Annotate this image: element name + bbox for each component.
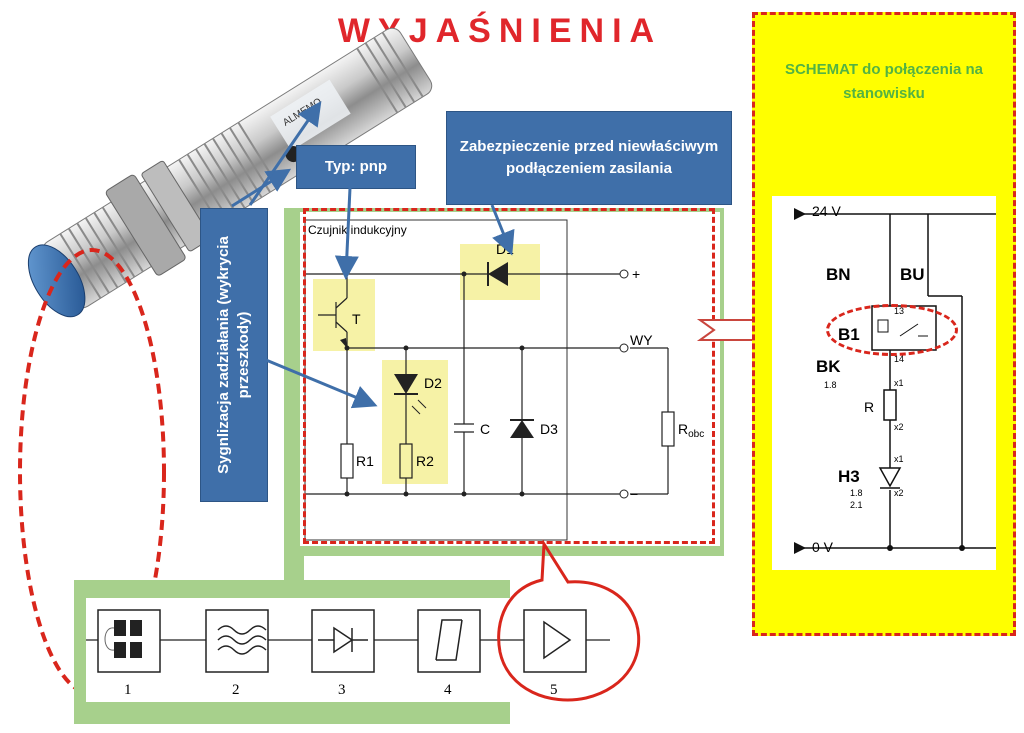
label-rload: Robc bbox=[678, 421, 704, 440]
label-d3: D3 bbox=[540, 421, 558, 437]
label-x1a: x1 bbox=[894, 378, 904, 388]
label-h3-num2: 2.1 bbox=[850, 500, 863, 510]
block-diagram-svg: 1 2 3 4 5 bbox=[86, 609, 610, 698]
label-r1: R1 bbox=[356, 453, 374, 469]
trigger-icon bbox=[435, 619, 463, 661]
waves-icon bbox=[217, 625, 267, 655]
block-label-4: 4 bbox=[444, 682, 452, 698]
block-coil bbox=[97, 609, 161, 673]
callout-signal-text: Sygnlizacja zadziałania (wykrycia przesz… bbox=[215, 236, 252, 474]
label-t: T bbox=[352, 311, 361, 327]
callout-signal: Sygnlizacja zadziałania (wykrycia przesz… bbox=[200, 208, 268, 502]
block-oscillator bbox=[205, 609, 269, 673]
label-24v: 24 V bbox=[812, 203, 841, 219]
label-bk: BK bbox=[816, 357, 841, 376]
label-b1-num: 1.8 bbox=[824, 380, 837, 390]
label-minus: − bbox=[630, 486, 638, 502]
label-c: C bbox=[480, 421, 490, 437]
circuit-green-connector bbox=[284, 540, 304, 590]
amplifier-icon bbox=[543, 620, 572, 660]
block-label-3: 3 bbox=[338, 682, 346, 698]
label-bn: BN bbox=[826, 265, 851, 284]
wiring-panel-title: SCHEMAT do połączenia na stanowisku bbox=[784, 61, 984, 102]
callout-protection: Zabezpieczenie przed niewłaściwym podłąc… bbox=[446, 111, 732, 205]
label-h3: H3 bbox=[838, 467, 860, 486]
block-label-1: 1 bbox=[124, 682, 132, 698]
label-rload-sub: obc bbox=[688, 429, 704, 440]
label-x2b: x2 bbox=[894, 488, 904, 498]
label-0v: 0 V bbox=[812, 539, 834, 555]
label-x2a: x2 bbox=[894, 422, 904, 432]
label-r: R bbox=[864, 399, 874, 415]
callout-type: Typ: pnp bbox=[296, 145, 416, 189]
block-label-2: 2 bbox=[232, 682, 240, 698]
callout-protection-text: Zabezpieczenie przed niewłaściwym podłąc… bbox=[459, 138, 719, 177]
label-d2: D2 bbox=[424, 375, 442, 391]
label-wy: WY bbox=[630, 332, 653, 348]
diode-icon bbox=[318, 626, 368, 654]
label-bu: BU bbox=[900, 265, 925, 284]
circuit-title: Czujnik indukcyjny bbox=[308, 223, 407, 237]
block-label-5: 5 bbox=[550, 682, 558, 698]
circuit-dashed-border bbox=[303, 208, 715, 544]
highlight-d2 bbox=[382, 360, 448, 484]
label-x1b: x1 bbox=[894, 454, 904, 464]
coil-icon bbox=[114, 620, 126, 636]
label-h3-num1: 1.8 bbox=[850, 488, 863, 498]
speech-bubble-amplifier bbox=[497, 539, 641, 702]
highlight-ellipse-b1 bbox=[826, 304, 958, 356]
label-pin14: 14 bbox=[894, 354, 904, 364]
wiring-diagram: 24 V 0 V BN BU B1 BK 1.8 R H3 1.8 2.1 13… bbox=[772, 196, 996, 570]
label-plus: + bbox=[632, 266, 640, 282]
label-rload-base: R bbox=[678, 421, 688, 437]
label-r2: R2 bbox=[416, 453, 434, 469]
